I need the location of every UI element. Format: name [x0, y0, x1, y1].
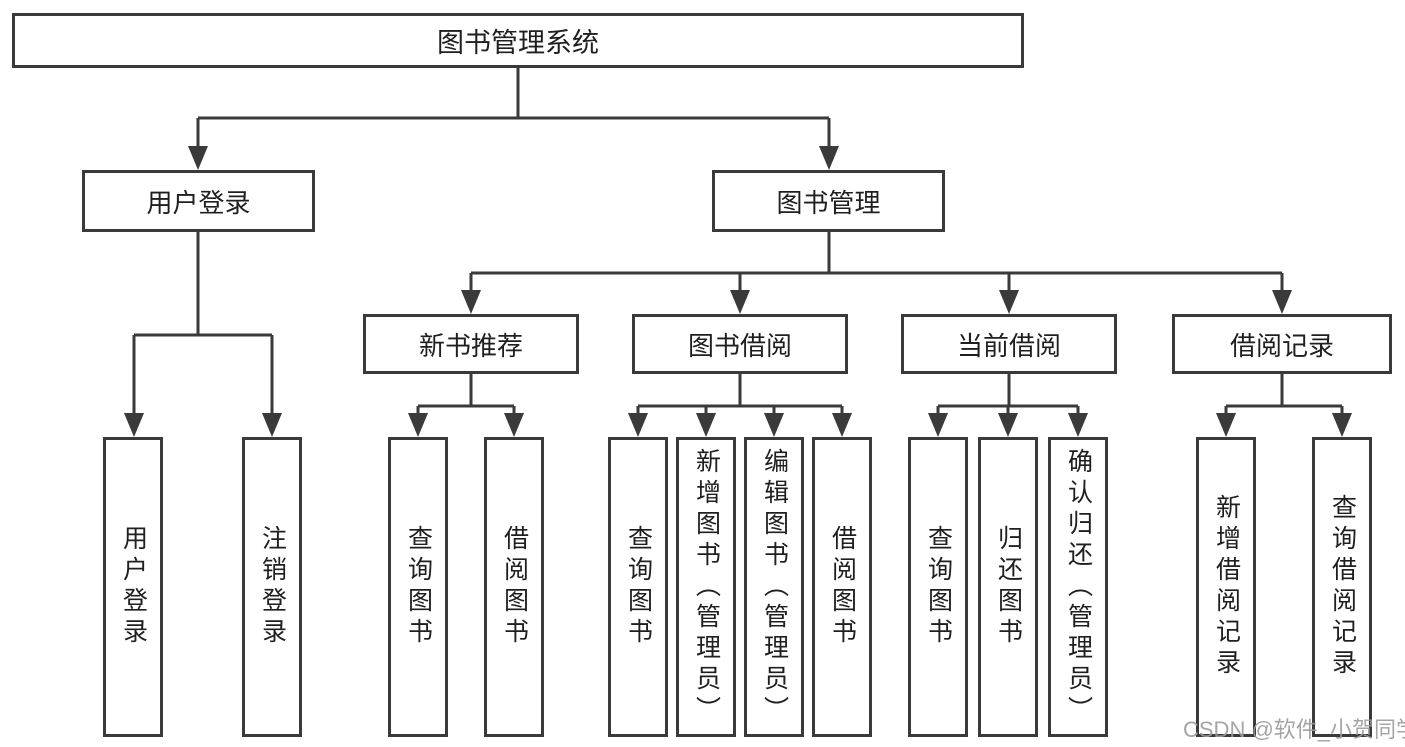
leaf-return-book: 归还图书 [978, 437, 1038, 737]
arrowhead [262, 413, 282, 437]
node-current-borrow: 当前借阅 [901, 314, 1117, 374]
leaf-user-login: 用户登录 [103, 437, 163, 737]
leaf-query-books-current: 查询图书 [908, 437, 968, 737]
arrowhead [628, 413, 648, 437]
arrowhead [124, 413, 144, 437]
arrowhead [928, 413, 948, 437]
arrowheads [124, 146, 1352, 437]
node-label: 查询图书 [924, 525, 953, 649]
node-label: 新书推荐 [418, 330, 523, 361]
arrowhead [408, 413, 428, 437]
node-label: 编辑图书（管理员） [760, 447, 789, 727]
node-label: 确认归还（管理员） [1064, 447, 1093, 727]
arrowhead [504, 413, 524, 437]
arrowhead [999, 290, 1019, 314]
arrowhead [832, 413, 852, 437]
node-label: 用户登录 [146, 187, 251, 218]
node-borrow-records: 借阅记录 [1172, 314, 1392, 374]
node-user-login: 用户登录 [82, 170, 315, 232]
node-label: 用户登录 [119, 525, 148, 649]
leaf-borrow-books-recommend: 借阅图书 [484, 437, 544, 737]
connector-new-book-branch [416, 374, 516, 417]
watermark: CSDN @软件_小贺同学 [1183, 717, 1405, 742]
node-library-management-system: 图书管理系统 [12, 13, 1024, 68]
connector-book-borrow-branch [636, 374, 844, 417]
node-label: 图书管理系统 [437, 28, 599, 58]
arrowhead [1332, 413, 1352, 437]
leaf-query-books-borrow: 查询图书 [608, 437, 668, 737]
node-label: 新增借阅记录 [1212, 494, 1241, 680]
connector-borrow-record-branch [1224, 374, 1344, 417]
node-label: 图书管理 [776, 187, 881, 218]
leaf-add-book-admin: 新增图书（管理员） [676, 437, 736, 737]
node-label: 借阅图书 [500, 525, 529, 649]
node-label: 图书借阅 [687, 330, 792, 361]
leaf-query-books-recommend: 查询图书 [388, 437, 448, 737]
arrowhead [764, 413, 784, 437]
arrowhead [461, 290, 481, 314]
leaf-query-borrow-record: 查询借阅记录 [1312, 437, 1372, 737]
leaf-add-borrow-record: 新增借阅记录 [1196, 437, 1256, 737]
leaf-borrow-books: 借阅图书 [812, 437, 872, 737]
arrowhead [730, 290, 750, 314]
leaf-logout: 注销登录 [242, 437, 302, 737]
arrowhead [1068, 413, 1088, 437]
node-label: 查询借阅记录 [1328, 494, 1357, 680]
arrowhead [1216, 413, 1236, 437]
node-label: 注销登录 [258, 525, 287, 649]
arrowhead [1272, 290, 1292, 314]
connector-root-to-level2 [196, 68, 831, 150]
node-label: 查询图书 [624, 525, 653, 649]
node-label: 当前借阅 [956, 330, 1061, 361]
node-label: 归还图书 [994, 525, 1023, 649]
arrowhead [998, 413, 1018, 437]
arrowhead [819, 146, 839, 170]
connector-user-login-branch [132, 232, 274, 417]
node-label: 借阅记录 [1229, 330, 1334, 361]
leaf-confirm-return-admin: 确认归还（管理员） [1048, 437, 1108, 737]
arrowhead [188, 146, 208, 170]
node-label: 新增图书（管理员） [692, 447, 721, 727]
node-book-management: 图书管理 [712, 170, 945, 232]
node-new-book-recommend: 新书推荐 [363, 314, 579, 374]
node-label: 借阅图书 [828, 525, 857, 649]
node-label: 查询图书 [404, 525, 433, 649]
connector-book-management-to-level3 [469, 232, 1284, 294]
node-book-borrow: 图书借阅 [632, 314, 848, 374]
arrowhead [696, 413, 716, 437]
leaf-edit-book-admin: 编辑图书（管理员） [744, 437, 804, 737]
connector-current-borrow-branch [936, 374, 1080, 417]
